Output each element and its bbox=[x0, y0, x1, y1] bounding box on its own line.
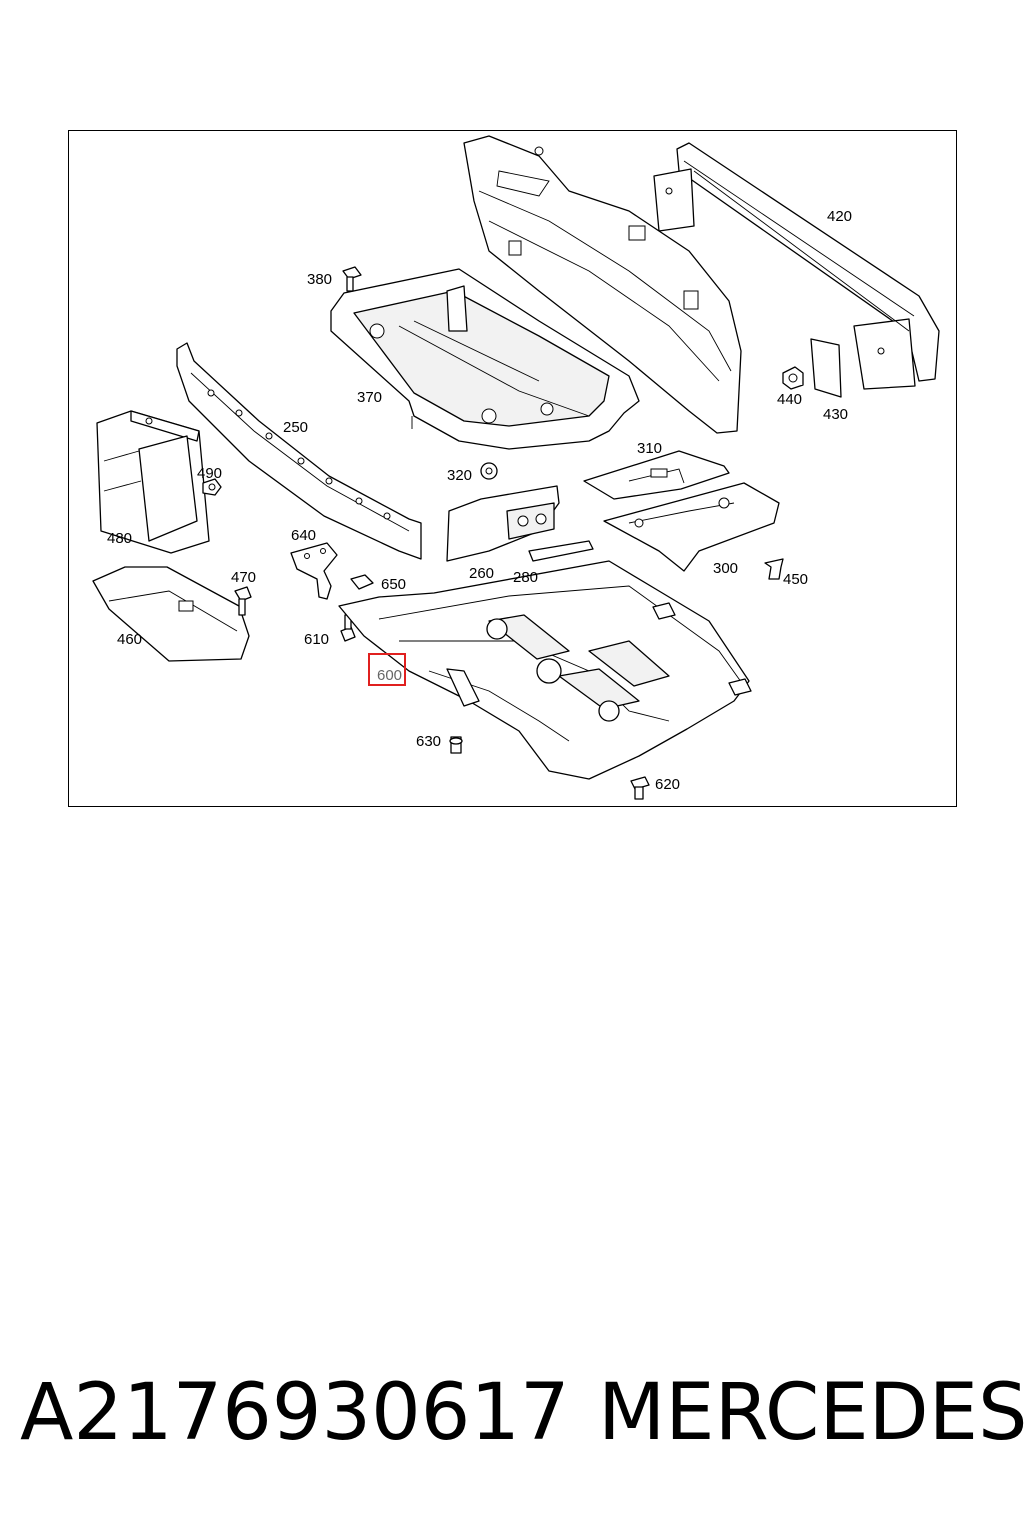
part-490-nut[interactable] bbox=[202, 478, 222, 496]
part-number: A2176930617 bbox=[20, 1368, 570, 1458]
callout-260: 260 bbox=[469, 565, 494, 582]
callout-280: 280 bbox=[513, 569, 538, 586]
footer: A2176930617 MERCEDES bbox=[20, 1368, 1024, 1478]
part-380-bolt[interactable] bbox=[342, 266, 362, 292]
callout-600: 600 bbox=[377, 667, 402, 684]
callout-250: 250 bbox=[283, 419, 308, 436]
part-480-battery[interactable] bbox=[96, 410, 210, 554]
part-640-bracket[interactable] bbox=[290, 542, 338, 600]
callout-620: 620 bbox=[655, 776, 680, 793]
part-460-battery-tray[interactable] bbox=[92, 566, 250, 662]
part-450-clip[interactable] bbox=[764, 558, 784, 580]
callout-600-highlight-box bbox=[368, 653, 406, 686]
part-rear-panel bbox=[463, 135, 742, 434]
callout-460: 460 bbox=[117, 631, 142, 648]
part-470-bolt[interactable] bbox=[234, 586, 252, 616]
brand-name: MERCEDES bbox=[598, 1368, 1024, 1458]
part-620-clip[interactable] bbox=[630, 776, 650, 800]
part-610-screw[interactable] bbox=[340, 614, 356, 642]
callout-650: 650 bbox=[381, 576, 406, 593]
part-650-clip[interactable] bbox=[350, 574, 374, 590]
part-300-plate[interactable] bbox=[603, 482, 780, 572]
part-280-strip[interactable] bbox=[528, 540, 594, 562]
part-310-plate[interactable] bbox=[583, 450, 730, 500]
part-430-plate[interactable] bbox=[810, 338, 842, 398]
part-320-grommet[interactable] bbox=[480, 462, 498, 480]
callout-490: 490 bbox=[197, 465, 222, 482]
part-250-cross-member[interactable] bbox=[176, 342, 422, 560]
parts-diagram: 250 260 280 300 310 320 370 380 420 430 … bbox=[92, 135, 940, 800]
callout-380: 380 bbox=[307, 271, 332, 288]
part-600-underbody-panel[interactable] bbox=[338, 560, 752, 780]
part-440-nut[interactable] bbox=[782, 366, 804, 390]
callout-640: 640 bbox=[291, 527, 316, 544]
callout-420: 420 bbox=[827, 208, 852, 225]
part-630-screw[interactable] bbox=[449, 736, 463, 754]
part-260-bracket[interactable] bbox=[446, 485, 560, 562]
callout-630: 630 bbox=[416, 733, 441, 750]
callout-430: 430 bbox=[823, 406, 848, 423]
callout-470: 470 bbox=[231, 569, 256, 586]
callout-320: 320 bbox=[447, 467, 472, 484]
callout-300: 300 bbox=[713, 560, 738, 577]
callout-450: 450 bbox=[783, 571, 808, 588]
callout-480: 480 bbox=[107, 530, 132, 547]
diagram-frame: 250 260 280 300 310 320 370 380 420 430 … bbox=[68, 130, 957, 807]
callout-310: 310 bbox=[637, 440, 662, 457]
callout-440: 440 bbox=[777, 391, 802, 408]
part-420-bumper-beam[interactable] bbox=[653, 142, 940, 390]
callout-370: 370 bbox=[357, 389, 382, 406]
part-370-spare-wheel-well[interactable] bbox=[330, 268, 640, 450]
callout-610: 610 bbox=[304, 631, 329, 648]
